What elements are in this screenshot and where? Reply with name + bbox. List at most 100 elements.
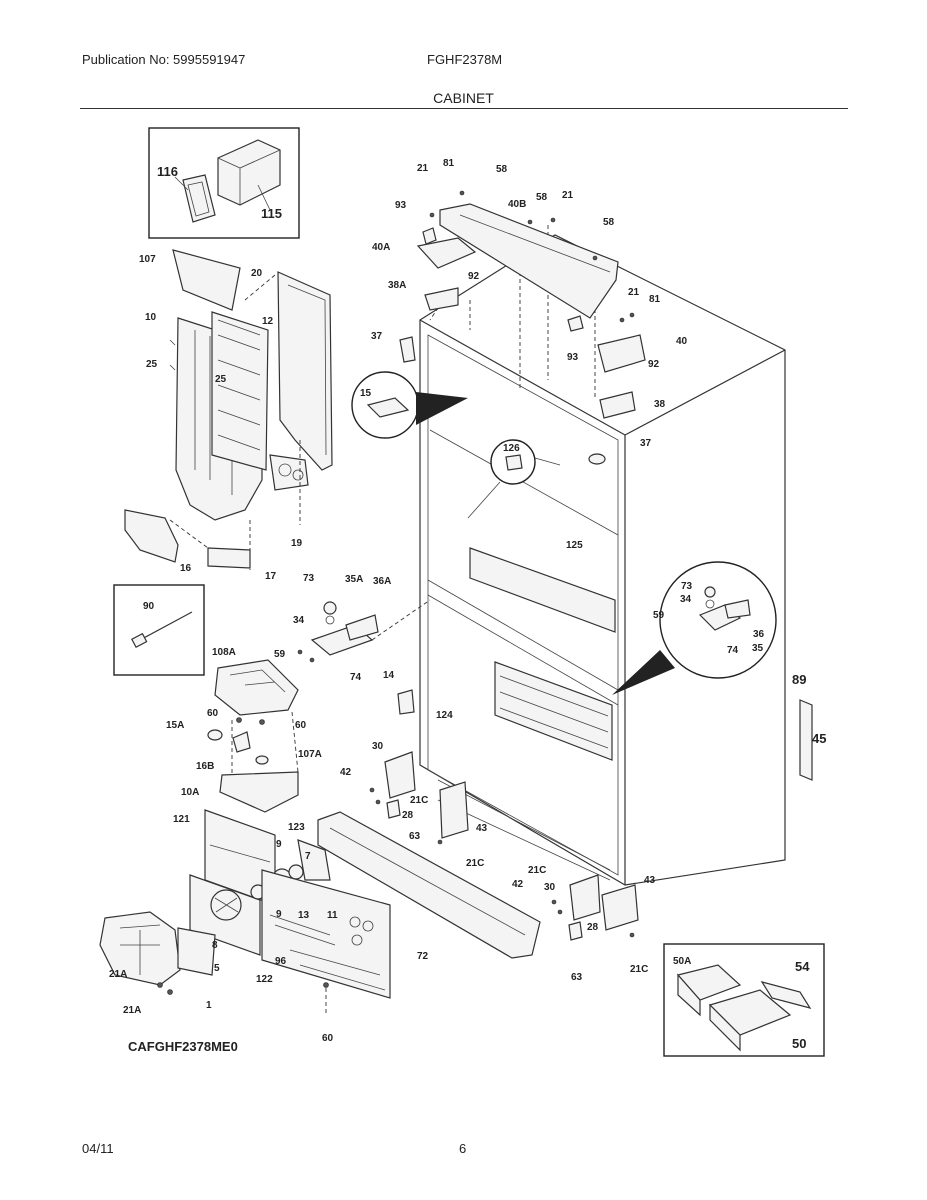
- label-107: 107: [139, 254, 156, 265]
- label-1: 1: [206, 1000, 212, 1011]
- label-89: 89: [792, 672, 806, 687]
- label-93a: 93: [395, 200, 407, 211]
- label-38A: 38A: [388, 280, 406, 291]
- label-42: 42: [340, 767, 352, 778]
- label-74: 74: [350, 672, 362, 683]
- callout-126: [467, 439, 561, 519]
- lower-right-hinge-assembly: [551, 874, 639, 941]
- label-81b: 81: [649, 294, 661, 305]
- label-42b: 42: [512, 879, 524, 890]
- callout-15: [351, 371, 468, 439]
- label-93b: 93: [567, 352, 579, 363]
- cabinet-shell: [419, 225, 813, 886]
- label-58b: 58: [536, 192, 548, 203]
- callout-center-hinge-detail: [612, 561, 777, 695]
- label-17: 17: [265, 571, 277, 582]
- light-housing-assembly: [207, 659, 299, 813]
- label-36A: 36A: [373, 576, 391, 587]
- label-72: 72: [417, 951, 429, 962]
- label-92a: 92: [468, 271, 480, 282]
- label-8: 8: [212, 940, 218, 951]
- label-36: 36: [753, 629, 765, 640]
- lower-left-hinge-assembly: [369, 751, 469, 845]
- label-50A: 50A: [673, 956, 691, 967]
- label-10: 10: [145, 312, 157, 323]
- label-92b: 92: [648, 359, 660, 370]
- label-73: 73: [303, 573, 315, 584]
- lower-kick-plate: [317, 811, 541, 959]
- label-25a: 25: [146, 359, 158, 370]
- label-21C-d: 21C: [630, 964, 648, 975]
- label-20: 20: [251, 268, 263, 279]
- label-30b: 30: [544, 882, 556, 893]
- label-21C-b: 21C: [466, 858, 484, 869]
- label-63b: 63: [571, 972, 583, 983]
- label-9b: 9: [276, 909, 282, 920]
- label-21A-b: 21A: [123, 1005, 141, 1016]
- label-40A: 40A: [372, 242, 390, 253]
- model-number: FGHF2378M: [427, 52, 503, 67]
- label-108A: 108A: [212, 647, 236, 658]
- label-90: 90: [143, 601, 155, 612]
- label-60a: 60: [207, 708, 219, 719]
- part-labels: 116 115 107 20 10 12 25 25 19 16 17 90 1…: [109, 158, 826, 1054]
- label-74b: 74: [727, 645, 739, 656]
- diagram-code: CAFGHF2378ME0: [128, 1039, 238, 1054]
- label-45: 45: [812, 731, 826, 746]
- label-60b: 60: [295, 720, 307, 731]
- label-116: 116: [157, 164, 178, 179]
- label-40B: 40B: [508, 199, 526, 210]
- label-21C-c: 21C: [528, 865, 546, 876]
- label-50: 50: [792, 1036, 806, 1051]
- dispenser-control-assembly: [99, 809, 391, 1015]
- label-124: 124: [436, 710, 453, 721]
- label-58c: 58: [603, 217, 615, 228]
- label-43: 43: [476, 823, 488, 834]
- label-34b: 34: [680, 594, 692, 605]
- label-125: 125: [566, 540, 583, 551]
- label-30: 30: [372, 741, 384, 752]
- label-21C-a: 21C: [410, 795, 428, 806]
- label-60c: 60: [322, 1033, 334, 1044]
- label-13: 13: [298, 910, 310, 921]
- label-34: 34: [293, 615, 305, 626]
- label-122: 122: [256, 974, 273, 985]
- inset-ice-chute-door: [148, 127, 300, 239]
- label-96: 96: [275, 956, 287, 967]
- center-hinge-assembly: [297, 599, 431, 715]
- label-19: 19: [291, 538, 303, 549]
- label-12: 12: [262, 316, 274, 327]
- label-35A: 35A: [345, 574, 363, 585]
- label-37a: 37: [371, 331, 383, 342]
- label-10A: 10A: [181, 787, 199, 798]
- label-121: 121: [173, 814, 190, 825]
- label-73b: 73: [681, 581, 693, 592]
- label-16: 16: [180, 563, 192, 574]
- label-115: 115: [261, 206, 282, 221]
- label-35: 35: [752, 643, 764, 654]
- label-40: 40: [676, 336, 688, 347]
- label-15A: 15A: [166, 720, 184, 731]
- label-16B: 16B: [196, 761, 214, 772]
- label-126: 126: [503, 443, 520, 454]
- label-107A: 107A: [298, 749, 322, 760]
- top-hinge-assembly: [399, 190, 646, 465]
- label-14: 14: [383, 670, 395, 681]
- label-81a: 81: [443, 158, 455, 169]
- label-21c: 21: [628, 287, 640, 298]
- page-number: 6: [459, 1141, 467, 1156]
- label-59: 59: [274, 649, 286, 660]
- label-7: 7: [305, 851, 311, 862]
- label-37b: 37: [640, 438, 652, 449]
- label-28: 28: [402, 810, 414, 821]
- label-11: 11: [327, 910, 338, 921]
- label-38: 38: [654, 399, 666, 410]
- label-21A-a: 21A: [109, 969, 127, 980]
- label-58a: 58: [496, 164, 508, 175]
- dispenser-housing-assembly: [124, 249, 333, 570]
- section-title: CABINET: [433, 90, 494, 106]
- label-5: 5: [214, 963, 220, 974]
- label-54: 54: [795, 959, 810, 974]
- label-25b: 25: [215, 374, 227, 385]
